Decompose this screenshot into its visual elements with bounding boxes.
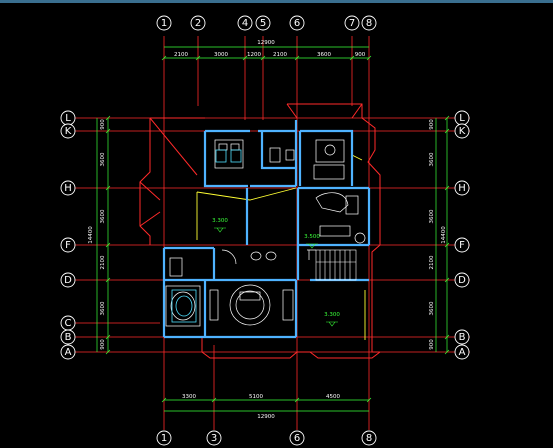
axis-left-label: B [65,332,72,343]
axis-bottom-circle [206,430,222,446]
axis-right-label: D [458,275,466,286]
axis-right-circle [454,237,470,253]
axis-left-label: L [65,113,71,124]
dim-top-segment: 3600 [317,52,331,58]
dim-left-segment: 3600 [100,301,106,315]
axis-top-label: 4 [242,18,248,29]
staircase [315,249,357,281]
axis-right-circle [454,123,470,139]
grid-lines [74,36,470,430]
dim-right-segment: 3600 [429,209,435,223]
dim-right-segment: 2100 [429,255,435,269]
axis-bottom-circle [156,430,172,446]
toilet-upper [269,147,281,163]
axis-top-label: 1 [161,18,167,29]
axis-right-circle [454,272,470,288]
axis-bottom-circle [361,430,377,446]
dimension-labels: 12900 2100 3000 1200 2100 3600 900 3300 … [88,40,447,420]
axis-left-circle [60,344,76,360]
level-right-room: 3.300 [324,312,340,318]
axis-right-circle [454,344,470,360]
dim-left-segment: 900 [100,339,106,350]
axis-right-label: H [458,183,466,194]
furniture [165,139,366,327]
dim-top-segment: 2100 [273,52,287,58]
level-center-room: 3.500 [304,234,320,240]
bed-master-upper [214,139,244,169]
dim-right-segment: 900 [429,339,435,350]
level-left-room: 3.300 [212,218,228,224]
axis-bottom-label: 8 [366,433,372,444]
plant-icon [354,232,366,244]
axis-top-circle [255,15,271,31]
round-bed [229,284,271,326]
dim-right-segment: 900 [429,119,435,130]
dim-top-segment: 900 [355,52,366,58]
bathtub [165,285,201,327]
axis-left-label: D [64,275,72,286]
axis-top-label: 5 [260,18,266,29]
toilet-lower [169,257,183,277]
axis-bottom-label: 3 [211,433,217,444]
axis-right-label: A [459,347,466,358]
axis-right-circle [454,180,470,196]
dim-top-segment: 2100 [174,52,188,58]
axis-left-label: C [65,318,72,329]
axis-top-circle [237,15,253,31]
dim-left-segment: 900 [100,119,106,130]
level-marks: 3.300 3.500 3.300 [212,218,340,327]
roof-ridges [196,154,366,340]
axis-left-circle [60,329,76,345]
axis-right-label: B [459,332,466,343]
dim-top-total: 12900 [257,40,275,46]
axis-left-circle [60,272,76,288]
dim-left-segment: 3600 [100,209,106,223]
axis-bottom-circle [289,430,305,446]
axis-top-circle [156,15,172,31]
axis-left-circle [60,180,76,196]
dim-left-total: 14400 [88,226,94,244]
dim-right-segment: 3600 [429,152,435,166]
dim-bottom-segment: 5100 [249,394,263,400]
axis-left-circle [60,237,76,253]
dim-right-segment: 3600 [429,301,435,315]
axis-top-label: 6 [294,18,300,29]
axis-top-circle [344,15,360,31]
dim-bottom-segment: 3300 [182,394,196,400]
axis-left-label: H [64,183,72,194]
dim-bottom-total: 12900 [257,414,275,420]
door-swing [221,249,237,265]
dim-bottom-segment: 4500 [326,394,340,400]
axis-top-label: 2 [195,18,201,29]
fixtures [171,149,242,323]
axis-top-circle [361,15,377,31]
axis-left-circle [60,123,76,139]
desk [315,139,345,163]
axis-right-label: F [459,240,465,251]
axis-right-label: K [459,126,466,137]
axis-bottom-label: 6 [294,433,300,444]
dim-right-total: 14400 [441,226,447,244]
axis-left-label: K [65,126,72,137]
dim-left-segment: 3600 [100,152,106,166]
axis-top-circle [190,15,206,31]
window-top-bar [0,0,553,3]
dim-top-segment: 3000 [214,52,228,58]
axis-bottom-label: 1 [161,433,167,444]
walls [162,120,371,339]
axis-top-label: 7 [349,18,355,29]
axis-left-label: F [65,240,71,251]
axis-right-circle [454,329,470,345]
axis-top-label: 8 [366,18,372,29]
axis-top-circle [289,15,305,31]
axis-left-label: A [65,347,72,358]
axis-right-label: L [459,113,465,124]
dim-left-segment: 2100 [100,255,106,269]
dimension-lines [96,46,450,412]
roof-outline [139,103,381,359]
piano [315,192,349,213]
dim-top-segment: 1200 [247,52,261,58]
